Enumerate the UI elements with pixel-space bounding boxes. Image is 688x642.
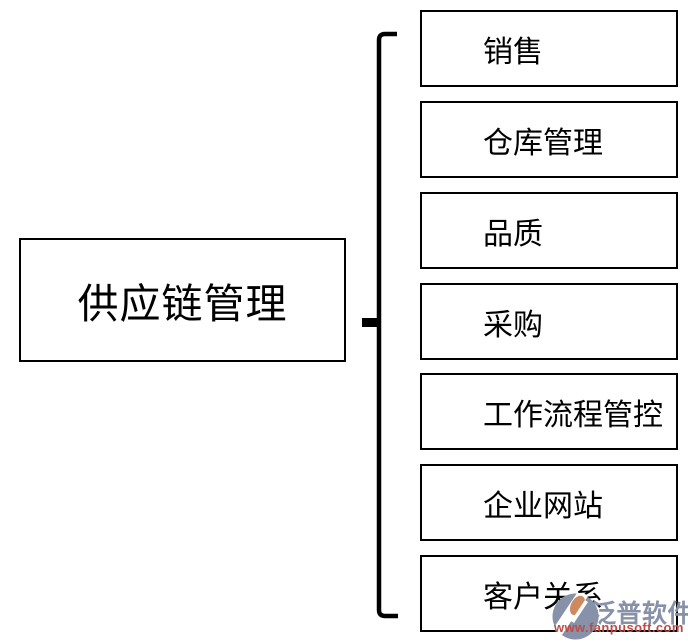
module-box-quality: 品质 <box>420 192 678 269</box>
module-label: 仓库管理 <box>483 126 603 160</box>
root-node-label: 供应链管理 <box>77 281 288 327</box>
module-box-workflow-control: 工作流程管控 <box>420 373 678 450</box>
module-box-enterprise-website: 企业网站 <box>420 464 678 541</box>
module-label: 企业网站 <box>483 489 603 523</box>
module-label: 销售 <box>483 35 543 69</box>
module-label: 客户关系 <box>483 580 603 614</box>
root-node-supply-chain-management: 供应链管理 <box>19 238 346 362</box>
module-box-sales: 销售 <box>420 10 678 87</box>
module-box-customer-relations: 客户关系 <box>420 555 678 632</box>
module-label: 品质 <box>483 217 543 251</box>
module-box-warehouse-management: 仓库管理 <box>420 101 678 178</box>
module-box-procurement: 采购 <box>420 283 678 360</box>
module-label: 工作流程管控 <box>483 398 663 432</box>
left-brace-connector-icon <box>362 31 398 619</box>
module-label: 采购 <box>483 308 543 342</box>
